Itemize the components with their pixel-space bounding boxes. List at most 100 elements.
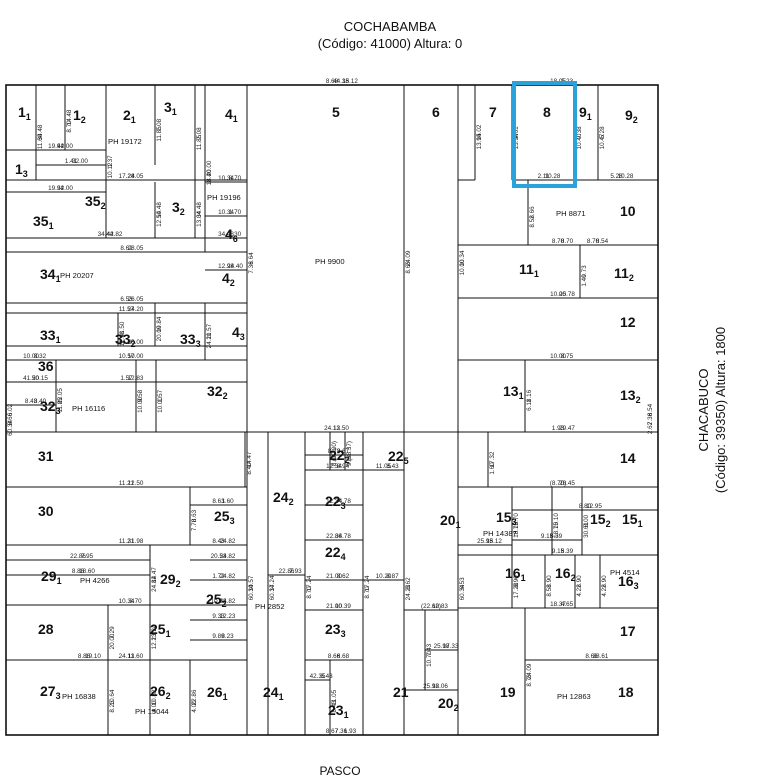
lot-number-1-3[interactable]: 13	[15, 161, 28, 179]
lot-number-35-2[interactable]: 352	[85, 193, 106, 211]
lot-number-3-1[interactable]: 31	[164, 99, 177, 117]
lot-number-20-1[interactable]: 201	[440, 512, 461, 530]
lot-number-1-1[interactable]: 11	[18, 104, 31, 122]
dimension-label: 10.34	[218, 175, 234, 182]
dimension-label: 14.48	[156, 202, 163, 218]
dimension-label: 22.86	[70, 553, 86, 560]
dimension-label: 11.05	[331, 689, 338, 705]
lot-number-13-1[interactable]: 131	[503, 383, 524, 401]
dimension-label: 8.87	[386, 573, 399, 580]
dimension-label: (8.70)	[550, 480, 566, 487]
lot-number-18[interactable]: 18	[618, 684, 634, 700]
lot-number-15-1[interactable]: 151	[622, 511, 643, 529]
lot-number-17[interactable]: 17	[620, 623, 636, 639]
lot-number-28[interactable]: 28	[38, 621, 54, 637]
lot-number-35-1[interactable]: 351	[33, 213, 54, 231]
lot-number-10[interactable]: 10	[620, 203, 636, 219]
dimension-label: (10.00)	[331, 441, 338, 461]
lot-number-7[interactable]: 7	[489, 104, 497, 120]
lot-number-3-2[interactable]: 32	[172, 199, 185, 217]
lot-number-33-2[interactable]: 332	[115, 331, 136, 349]
lot-number-9-1[interactable]: 91	[579, 104, 592, 122]
dimension-label: 8.67	[337, 448, 350, 455]
block-outline	[5, 84, 659, 736]
lot-number-23-3[interactable]: 233	[325, 621, 346, 639]
dimension-label: 24.82	[151, 576, 158, 592]
lot-number-32-3[interactable]: 323	[40, 398, 61, 416]
dimension-label: 8.66	[7, 412, 14, 425]
dimension-label: 24.20	[128, 306, 144, 313]
lot-number-26-1[interactable]: 261	[207, 684, 228, 702]
dimension-label: 17.24	[364, 575, 371, 591]
dimension-label: 7.36	[335, 728, 348, 735]
lot-number-4-3[interactable]: 43	[232, 324, 245, 342]
ph-label: PH 16838	[62, 692, 96, 701]
dimension-label: 6.53	[459, 577, 466, 590]
lot-number-16-1[interactable]: 161	[505, 565, 526, 583]
lot-number-25-3[interactable]: 253	[214, 508, 235, 526]
dimension-label: 8.43	[212, 538, 225, 545]
lot-number-4-2[interactable]: 42	[222, 270, 235, 288]
lot-number-32-2[interactable]: 322	[207, 383, 228, 401]
lot-number-20-2[interactable]: 202	[438, 695, 459, 713]
highlight-lot-8[interactable]	[512, 81, 577, 188]
lot-number-23-1[interactable]: 231	[328, 702, 349, 720]
lot-number-13-2[interactable]: 132	[620, 387, 641, 405]
lot-number-8[interactable]: 8	[543, 104, 551, 120]
ph-label: PH 12863	[557, 692, 591, 701]
dimension-label: 10.00	[23, 353, 39, 360]
lot-number-5[interactable]: 5	[332, 104, 340, 120]
lot-number-19[interactable]: 19	[500, 684, 516, 700]
ph-label: PH 19196	[207, 193, 241, 202]
lot-number-29-2[interactable]: 292	[160, 571, 181, 589]
dimension-label: 24.09	[405, 250, 412, 266]
lot-number-14[interactable]: 14	[620, 450, 636, 466]
dimension-label: 1.40	[581, 274, 588, 287]
lot-number-26-2[interactable]: 262	[150, 683, 171, 701]
lot-number-9-2[interactable]: 92	[625, 107, 638, 125]
dimension-label: 11.57	[206, 323, 213, 339]
lot-number-6[interactable]: 6	[432, 104, 440, 120]
dimension-label: 18.75	[553, 522, 560, 538]
lot-number-22-2[interactable]: 222	[329, 447, 350, 465]
lot-number-24-2[interactable]: 242	[273, 489, 294, 507]
lot-number-30[interactable]: 30	[38, 503, 54, 519]
lot-number-16-2[interactable]: 162	[555, 565, 576, 583]
lot-number-16-3[interactable]: 163	[618, 573, 639, 591]
lot-number-22-4[interactable]: 224	[325, 544, 346, 562]
lot-number-4-6[interactable]: 46	[225, 226, 238, 244]
lot-number-27-3[interactable]: 273	[40, 683, 61, 701]
lot-number-4-1[interactable]: 41	[225, 106, 238, 124]
lot-number-33-3[interactable]: 333	[180, 331, 201, 349]
lot-number-25-2[interactable]: 252	[206, 591, 227, 609]
dimension-label: 9.14	[346, 453, 353, 466]
lot-number-1-2[interactable]: 12	[73, 107, 86, 125]
dimension-label: 12.83	[128, 375, 144, 382]
dimension-label: 13.04	[196, 211, 203, 227]
ph-label: PH 15044	[135, 707, 169, 716]
lot-number-36[interactable]: 36	[38, 358, 54, 374]
lot-number-15-2[interactable]: 152	[590, 511, 611, 529]
lot-number-33-1[interactable]: 331	[40, 327, 61, 345]
lot-number-15-3[interactable]: 153	[496, 509, 517, 527]
lot-number-21[interactable]: 21	[393, 684, 409, 700]
lot-number-25-1[interactable]: 251	[150, 621, 171, 639]
dimension-label: 8.43	[25, 398, 38, 405]
dimension-label: 8.66	[328, 653, 341, 660]
lot-number-29-1[interactable]: 291	[41, 568, 62, 586]
lot-number-22-3[interactable]: 223	[325, 493, 346, 511]
dimension-label: 12.34	[326, 463, 342, 470]
dimension-label: 44.38	[333, 78, 349, 85]
lot-number-34-1[interactable]: 341	[40, 266, 61, 284]
lot-number-24-1[interactable]: 241	[263, 684, 284, 702]
dimension-label: 11.85	[57, 397, 64, 413]
lot-number-11-1[interactable]: 111	[519, 261, 539, 279]
lot-number-2-1[interactable]: 21	[123, 107, 136, 125]
lot-number-22-5[interactable]: 225	[388, 448, 409, 466]
dimension-label: 4.22	[576, 584, 583, 597]
lot-number-11-2[interactable]: 112	[614, 265, 634, 283]
lot-number-31[interactable]: 31	[38, 448, 54, 464]
dimension-label: 8.70	[364, 586, 371, 599]
dimension-label: 1.30	[229, 231, 242, 238]
lot-number-12[interactable]: 12	[620, 314, 636, 330]
